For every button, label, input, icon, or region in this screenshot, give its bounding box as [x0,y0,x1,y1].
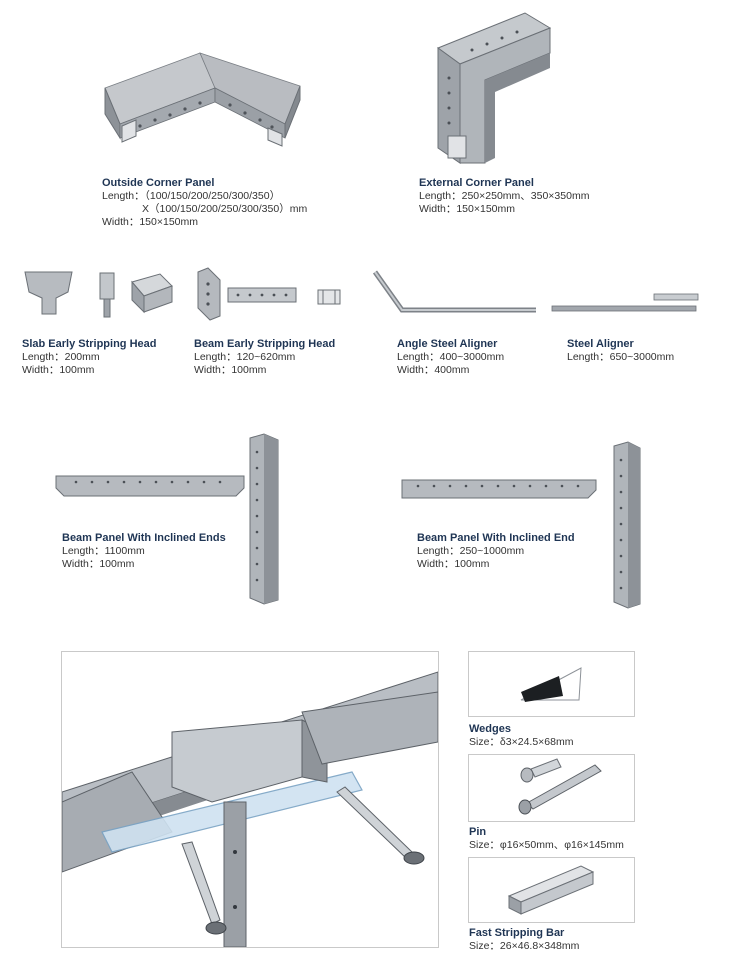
beam-head-length: Length：120~620mm [194,351,296,363]
beam-inclined-end-length: Length：250~1000mm [417,545,525,557]
angle-aligner-width: Width：400mm [397,364,470,376]
beam-inclined-ends-title: Beam Panel With Inclined Ends [62,532,226,544]
fast-bar-size: Size：26×46.8×348mm [469,940,580,952]
beam-inclined-ends-length: Length：1100mm [62,545,145,557]
beam-panel-inclined-ends-image [52,430,287,605]
external-corner-width: Width：150×150mm [419,203,516,215]
external-corner-length: Length：250×250mm、350×350mm [419,190,590,202]
outside-corner-length-2: X（100/150/200/250/300/350）mm [142,203,308,215]
slab-stripping-head-image [20,268,180,320]
beam-head-width: Width：100mm [194,364,267,376]
pin-image-frame [468,754,635,822]
fast-bar-title: Fast Stripping Bar [469,927,565,939]
slab-head-title: Slab Early Stripping Head [22,338,157,350]
steel-aligner-image [550,290,700,318]
beam-panel-inclined-end-image [400,440,645,610]
wedges-title: Wedges [469,723,511,735]
outside-corner-length-1: Length：（100/150/200/250/300/350） [102,190,281,202]
angle-aligner-title: Angle Steel Aligner [397,338,498,350]
wedges-size: Size：δ3×24.5×68mm [469,736,574,748]
steel-aligner-title: Steel Aligner [567,338,634,350]
beam-inclined-end-title: Beam Panel With Inclined End [417,532,575,544]
beam-stripping-head-image [192,266,352,322]
outside-corner-width: Width：150×150mm [102,216,199,228]
pin-title: Pin [469,826,487,838]
fast-stripping-bar-image-frame [468,857,635,923]
slab-head-length: Length：200mm [22,351,100,363]
wedges-image-frame [468,651,635,717]
beam-inclined-end-width: Width：100mm [417,558,490,570]
outside-corner-panel-image [100,28,305,148]
beam-inclined-ends-width: Width：100mm [62,558,135,570]
pin-size: Size：φ16×50mm、φ16×145mm [469,839,624,851]
angle-aligner-length: Length：400~3000mm [397,351,505,363]
external-corner-panel-image [430,8,560,168]
angle-steel-aligner-image [372,266,540,318]
steel-aligner-length: Length：650~3000mm [567,351,675,363]
outside-corner-title: Outside Corner Panel [102,177,215,189]
assembly-illustration [61,651,439,948]
external-corner-title: External Corner Panel [419,177,534,189]
beam-head-title: Beam Early Stripping Head [194,338,336,350]
slab-head-width: Width：100mm [22,364,95,376]
